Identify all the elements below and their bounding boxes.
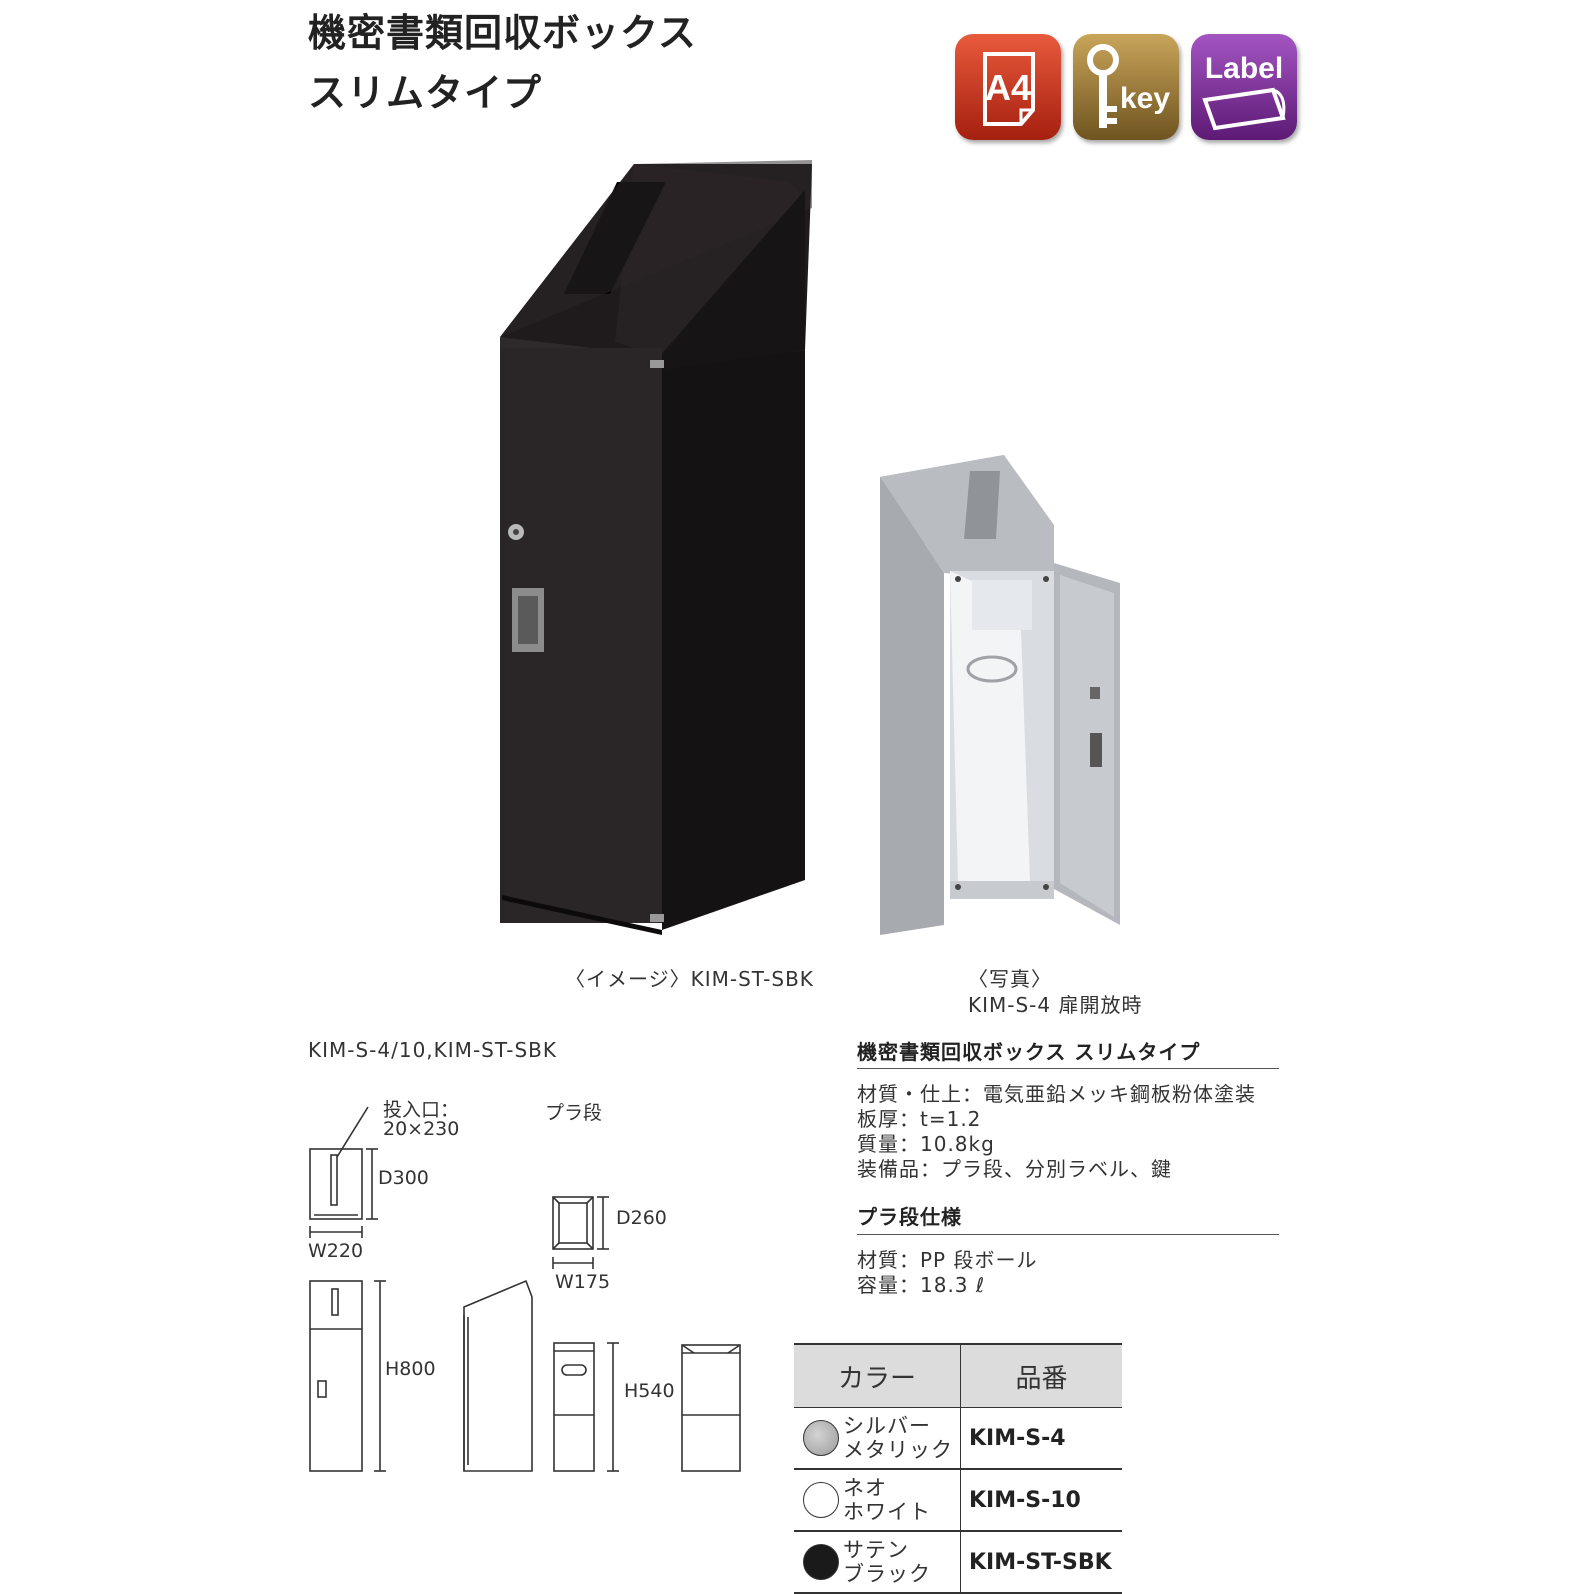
pla-top-view [552,1196,594,1250]
dimension-drawing [309,1106,741,1472]
drawing-models: KIM-S-4/10,KIM-ST-SBK [308,1038,557,1062]
document-icon [983,52,1035,126]
table-row: シルバーメタリック KIM-S-4 [794,1407,1122,1470]
page-title-line2: スリムタイプ [308,71,543,115]
color-column-header: カラー [794,1343,961,1408]
side-view-box [463,1279,533,1472]
silver-box-image [880,455,1120,935]
black-box-image [500,160,812,935]
pla-spec-material: 材質：PP 段ボール [857,1248,1038,1272]
slot-opening [964,471,1000,539]
dim-d300: D300 [378,1167,429,1189]
pla-front-view [553,1342,595,1472]
slot-label-line1: 投入口： [383,1099,460,1121]
pla-box-handle [966,655,1018,683]
silver-swatch [803,1420,839,1456]
slot-label-line2: 20×230 [383,1118,460,1140]
door-handle [1090,733,1102,767]
dim-d260: D260 [616,1207,667,1229]
spec-weight: 質量：10.8kg [857,1132,995,1156]
part-number-column-header: 品番 [960,1343,1122,1408]
top-view-box [309,1148,363,1220]
label-badge-label: Label [1205,52,1283,85]
pla-spec-heading: プラ段仕様 [857,1205,962,1229]
color-table: カラー 品番 シルバーメタリック KIM-S-4 ネオホワイト KIM-S-10… [794,1343,1122,1594]
spec-divider [857,1068,1279,1069]
a4-badge: A4 [955,34,1061,140]
photo-caption-line2: KIM-S-4 扉開放時 [968,993,1143,1017]
color-name-line2: ブラック [843,1562,931,1586]
page-title-line1: 機密書類回収ボックス [308,11,697,55]
keyhole-icon [1090,687,1100,699]
photo-caption-line1: 〈写真〉 [968,967,1052,991]
pla-spec-divider [857,1234,1279,1235]
key-badge-label: key [1120,82,1170,115]
dim-w220: W220 [308,1240,364,1262]
front-view-box [309,1280,363,1472]
pla-side-view [681,1344,741,1472]
white-swatch [803,1482,839,1518]
spec-heading: 機密書類回収ボックス スリムタイプ [857,1040,1201,1064]
spec-material: 材質・仕上：電気亜鉛メッキ鋼板粉体塗装 [857,1082,1256,1106]
color-name-line1: シルバー [843,1414,931,1438]
key-badge: key [1073,34,1179,140]
table-row: サテンブラック KIM-ST-SBK [794,1531,1122,1594]
part-number: KIM-S-4 [960,1407,1122,1470]
table-row: ネオホワイト KIM-S-10 [794,1469,1122,1532]
part-number: KIM-ST-SBK [960,1531,1122,1594]
pla-label: プラ段 [545,1102,603,1124]
pla-spec-capacity: 容量：18.3 ℓ [857,1273,986,1297]
top-view-slot [330,1154,338,1206]
a4-badge-label: A4 [985,67,1031,108]
spec-equipment: 装備品：プラ段、分別ラベル、鍵 [857,1157,1172,1181]
dim-w175: W175 [555,1271,611,1293]
spec-thickness: 板厚：t=1.2 [857,1107,982,1131]
color-name-line2: ホワイト [843,1500,931,1524]
label-badge: Label [1191,34,1297,140]
part-number: KIM-S-10 [960,1469,1122,1532]
dim-h540: H540 [624,1380,675,1402]
color-name-line2: メタリック [843,1438,953,1462]
dim-h800: H800 [385,1358,436,1380]
black-swatch [803,1544,839,1580]
color-name-line1: サテン [843,1538,909,1562]
key-icon [1087,44,1119,128]
image-caption: 〈イメージ〉KIM-ST-SBK [565,967,814,991]
color-name-line1: ネオ [843,1476,887,1500]
